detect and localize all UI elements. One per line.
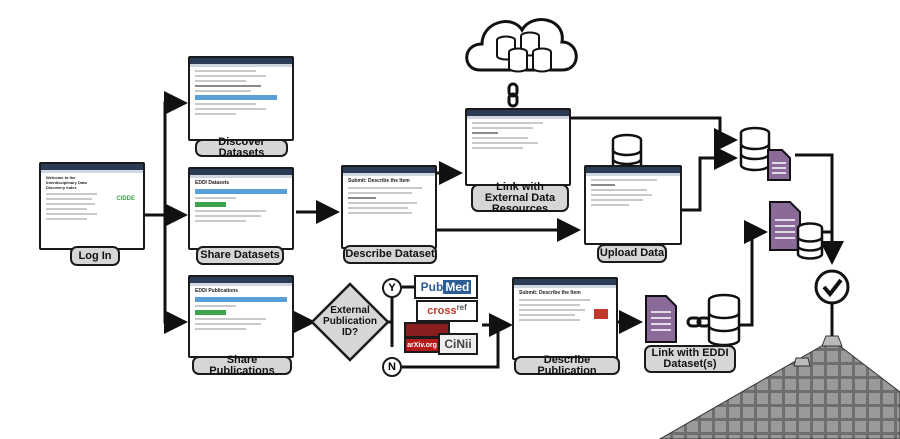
- describe-pub-title: Submit: Describe the Item: [519, 290, 581, 296]
- share-datasets-screenshot: EDDI Datasets: [188, 167, 294, 250]
- describe-dataset-label: Describe Dataset: [343, 245, 437, 264]
- describe-title: Submit: Describe the Item: [348, 178, 410, 184]
- document-database-icon: [769, 201, 824, 260]
- crossref-ref-text: ref: [456, 302, 467, 312]
- arrow-login-branch: [145, 91, 188, 217]
- cidde-logo: CIDDE: [116, 196, 135, 202]
- cinii-logo: CiNii: [438, 333, 478, 355]
- crossref-cross-text: cross: [427, 305, 457, 317]
- arrow-linkeddi-docdb: [740, 220, 768, 327]
- no-marker: N: [382, 357, 402, 377]
- link-eddi-label: Link with EDDI Dataset(s): [644, 345, 736, 373]
- share-datasets-label: Share Datasets: [196, 246, 284, 265]
- datasets-title: EDDI Datasets: [195, 180, 230, 186]
- data-pyramid-graphic: [658, 335, 900, 439]
- login-screenshot: Welcome to the Interdisciplinary Data Di…: [39, 162, 145, 250]
- checkmark-icon: [814, 269, 850, 305]
- pubmed-med-text: Med: [443, 280, 472, 294]
- pubmed-pub-text: Pub: [420, 280, 444, 294]
- arrow-link-dbdoc: [570, 116, 738, 152]
- eddi-database-icon: [707, 293, 741, 347]
- arxiv-logo: arXiv.org: [404, 337, 440, 353]
- link-external-label: Link with External Data Resources: [471, 181, 569, 214]
- cloud-icon: [465, 18, 578, 73]
- upload-screenshot: [584, 165, 682, 245]
- describe-publication-label: Describe Publication: [514, 354, 620, 376]
- describe-publication-screenshot: Submit: Describe the Item: [512, 277, 618, 360]
- upload-label: Upload Data: [597, 244, 667, 263]
- discover-screenshot: [188, 56, 294, 141]
- arrow-login-share-publications: [163, 215, 188, 334]
- arrow-upload-dbdoc: [682, 146, 738, 212]
- describe-dataset-screenshot: Submit: Describe the Item: [341, 165, 437, 249]
- share-publications-label: Share Publications: [192, 354, 292, 376]
- publications-title: EDDI Publications: [195, 288, 239, 294]
- share-publications-screenshot: EDDI Publications: [188, 275, 294, 358]
- chain-link-icon: [507, 82, 519, 108]
- welcome-title: Welcome to the Interdisciplinary Data Di…: [46, 175, 87, 190]
- decision-diamond: [310, 282, 390, 362]
- eddi-document-icon: [645, 295, 677, 343]
- link-external-screenshot: [465, 108, 571, 186]
- discover-label: Discover Datasets: [195, 137, 288, 159]
- arrow-dbdoc-check: [795, 153, 844, 265]
- chain-link-icon-2: [686, 316, 712, 328]
- decision-text: External Publication ID?: [323, 305, 377, 338]
- login-label: Log In: [70, 246, 120, 266]
- database-document-icon: [739, 126, 791, 181]
- yes-marker: Y: [382, 278, 402, 298]
